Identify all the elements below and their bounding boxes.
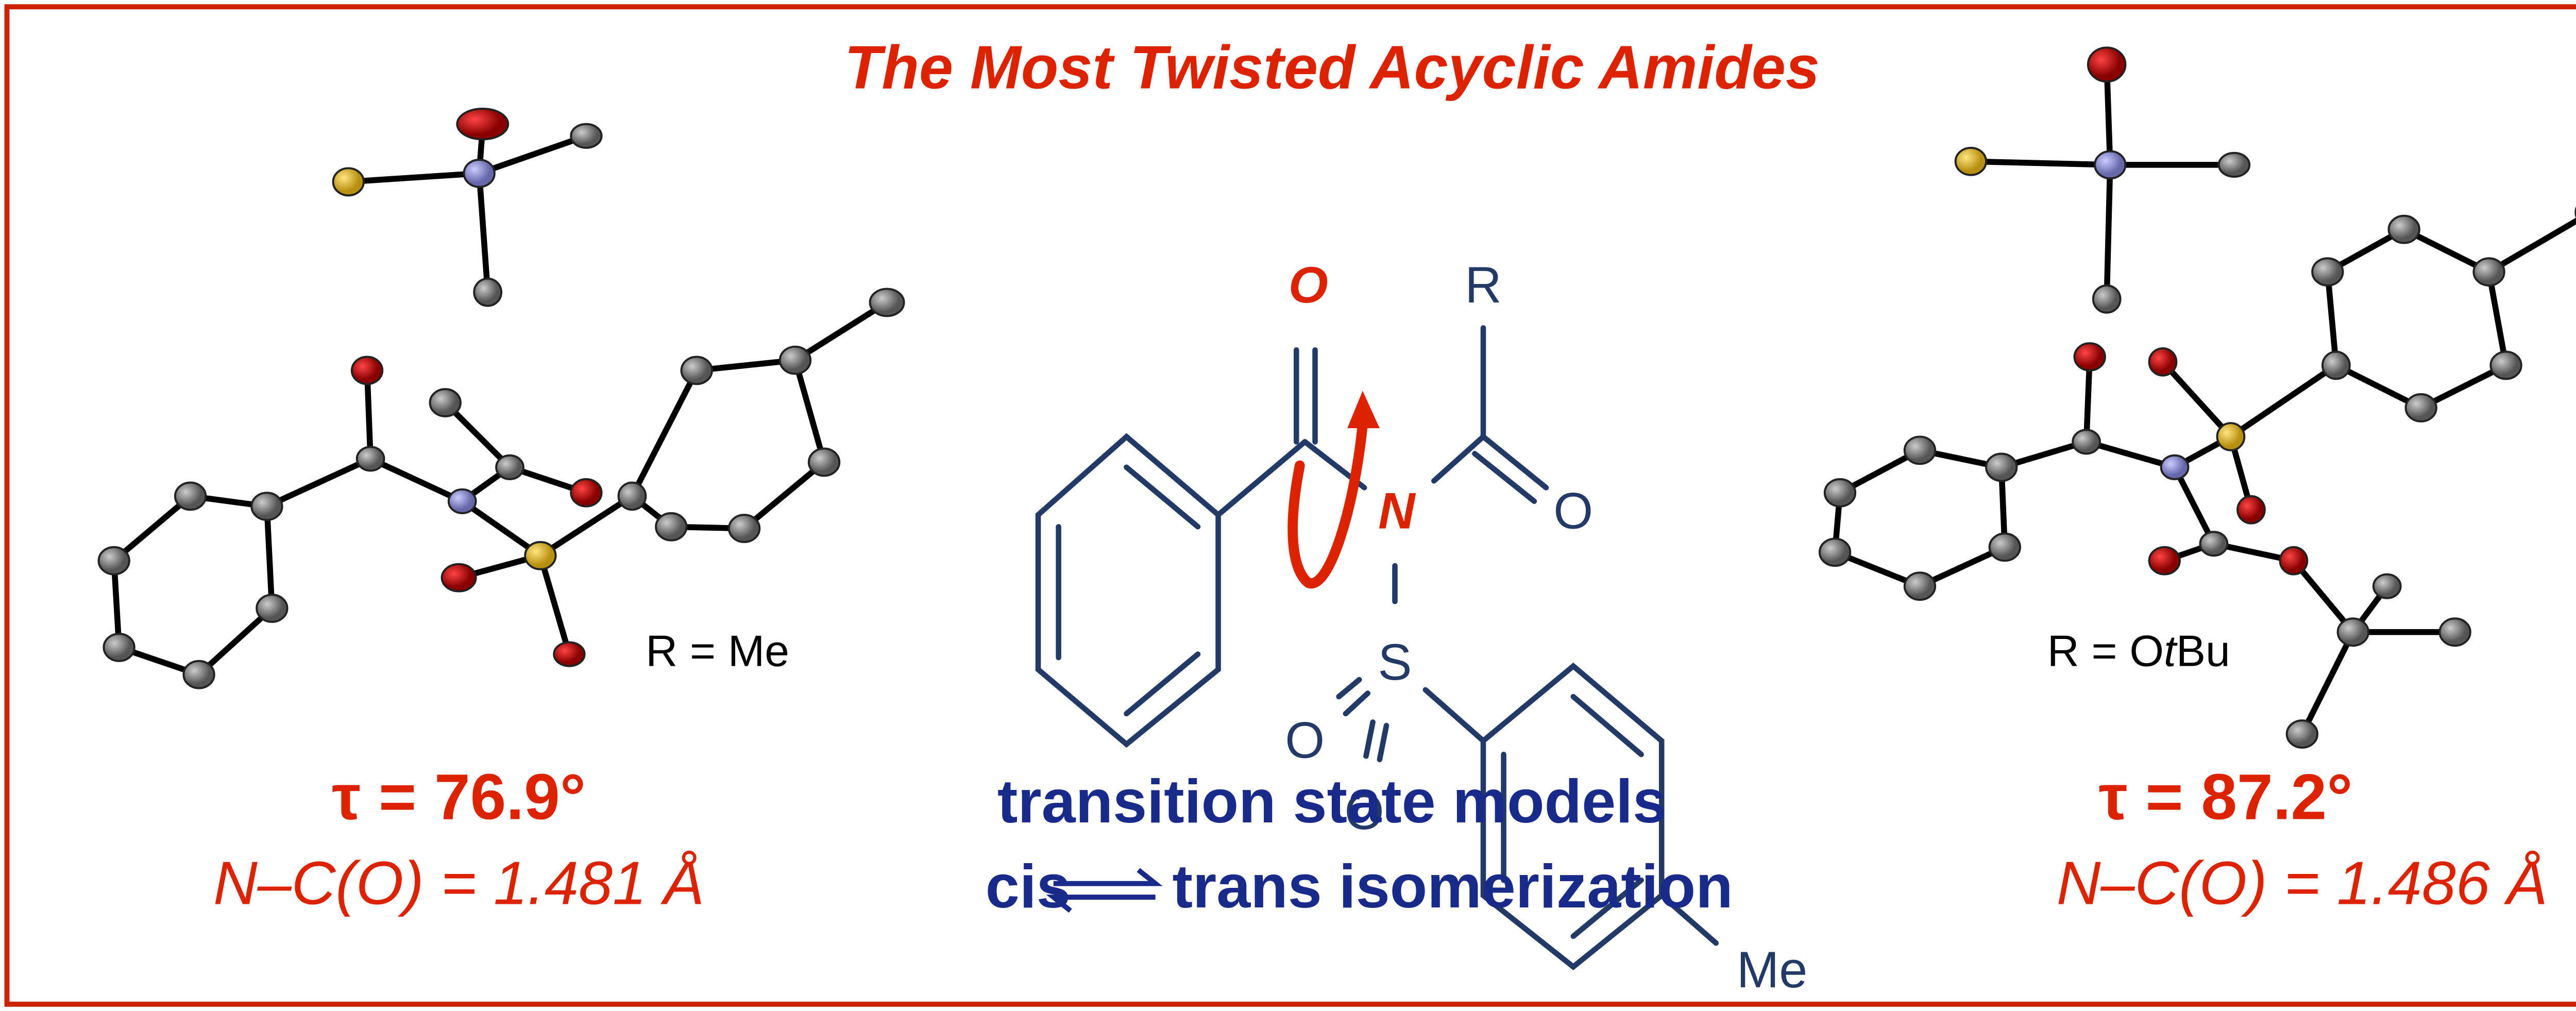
sulfonyl-oxygen-1-label: O: [1285, 712, 1325, 769]
figure-title: The Most Twisted Acyclic Amides: [844, 33, 1820, 102]
cis-label: cis: [986, 853, 1071, 921]
left-crystal-structure: [97, 288, 905, 689]
sulfur-label: S: [1378, 633, 1412, 690]
left-bond-length: N–C(O) = 1.481 Å: [213, 849, 704, 917]
methyl-label: Me: [1737, 941, 1807, 998]
right-newman-fragment: [1954, 46, 2251, 314]
right-r-label-suffix: Bu: [2176, 627, 2230, 676]
right-r-label: R = OtBu: [2047, 627, 2230, 676]
right-bond-length: N–C(O) = 1.486 Å: [2057, 849, 2548, 917]
left-tau-value: τ = 76.9°: [332, 761, 586, 833]
rotation-arrow-icon: [1287, 391, 1380, 588]
trans-isomerization-label: trans isomerization: [1173, 853, 1733, 921]
sulfonyl-oxygen-2-label: O: [1345, 783, 1384, 840]
center-structure: [1035, 325, 1719, 971]
right-r-label-prefix: R = O: [2047, 627, 2164, 676]
right-tau-value: τ = 87.2°: [2099, 761, 2353, 833]
nitrogen-label: N: [1378, 482, 1416, 540]
right-r-label-italic: t: [2164, 627, 2178, 676]
r-group-label: R: [1465, 256, 1501, 313]
equilibrium-arrows-icon: [1046, 868, 1163, 913]
transition-state-caption: transition state models: [997, 768, 1667, 836]
carbonyl-oxygen-label: O: [1289, 256, 1328, 313]
left-newman-fragment: [332, 108, 603, 307]
acyl-oxygen-label: O: [1553, 482, 1593, 540]
frame-border: [4, 4, 2576, 1007]
left-r-label: R = Me: [646, 627, 789, 676]
right-crystal-structure: [1818, 206, 2576, 749]
